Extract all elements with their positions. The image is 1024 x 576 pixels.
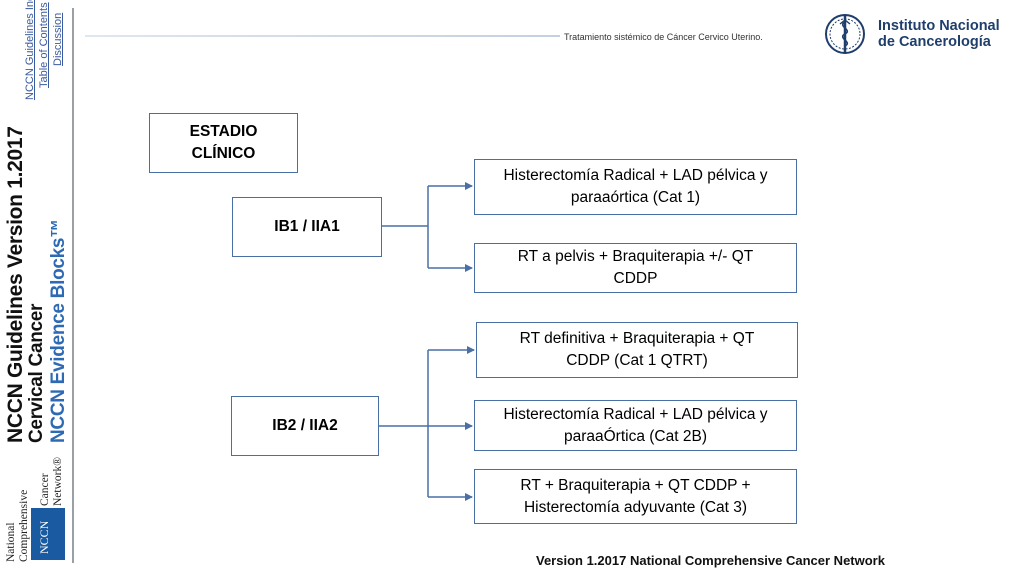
- logo-word-national: National: [5, 522, 17, 562]
- nccn-logo-abbrev-block: NCCN: [31, 508, 65, 560]
- treatment-line2: Histerectomía adyuvante (Cat 3): [523, 498, 748, 516]
- stage-root-line2: CLÍNICO: [191, 145, 256, 162]
- stage-ib2-box: IB2 / IIA2: [231, 396, 379, 456]
- nccn-sidebar: NCCN Guidelines Index Table of Contents …: [0, 0, 82, 576]
- treatment-line2: CDDP (Cat 1 QTRT): [566, 352, 708, 369]
- institute-name: Instituto Nacional de Cancerología: [878, 18, 1000, 50]
- evidence-blocks-title: NCCN Evidence Blocks™: [48, 219, 69, 443]
- logo-word-network: Network®: [52, 457, 64, 506]
- nccn-abbrev: NCCN: [37, 520, 51, 554]
- treatment-line1: Histerectomía Radical + LAD pélvica y: [503, 167, 768, 184]
- treatment-ib1-option-1: Histerectomía Radical + LAD pélvica y pa…: [474, 159, 797, 215]
- treatment-ib2-option-2: Histerectomía Radical + LAD pélvica y pa…: [474, 400, 797, 451]
- guidelines-version-title: NCCN Guidelines Version 1.2017: [4, 126, 27, 443]
- stage-ib1-label: IB1 / IIA1: [274, 218, 340, 235]
- nav-link-table-of-contents[interactable]: Table of Contents: [38, 2, 50, 88]
- cancer-type-title: Cervical Cancer: [26, 303, 47, 443]
- treatment-line2: paraaórtica (Cat 1): [570, 189, 701, 206]
- treatment-line2: paraaÓrtica (Cat 2B): [563, 427, 707, 445]
- treatment-line1: RT definitiva + Braquiterapia + QT: [519, 330, 755, 347]
- header-rule: [85, 35, 560, 37]
- nav-link-discussion[interactable]: Discussion: [52, 12, 64, 66]
- footer-version: Version 1.2017 National Comprehensive Ca…: [536, 553, 885, 568]
- treatment-ib2-option-3: RT + Braquiterapia + QT CDDP + Histerect…: [474, 469, 797, 524]
- treatment-line2: CDDP: [613, 270, 658, 287]
- stage-ib1-box: IB1 / IIA1: [232, 197, 382, 257]
- stage-root-box: ESTADIO CLÍNICO: [149, 113, 298, 173]
- sidebar-divider: [72, 8, 74, 563]
- institute-seal-icon: [825, 14, 865, 54]
- stage-root-line1: ESTADIO: [189, 123, 258, 140]
- logo-word-comprehensive: Comprehensive: [18, 489, 30, 562]
- treatment-line1: RT a pelvis + Braquiterapia +/- QT: [517, 248, 754, 265]
- treatment-line1: Histerectomía Radical + LAD pélvica y: [503, 405, 768, 423]
- treatment-line1: RT + Braquiterapia + QT CDDP +: [520, 476, 751, 494]
- institute-name-line2: de Cancerología: [878, 34, 991, 50]
- institute-name-line1: Instituto Nacional: [878, 18, 1000, 34]
- logo-word-cancer: Cancer: [39, 473, 51, 506]
- page-subtitle: Tratamiento sistémico de Cáncer Cervico …: [564, 32, 763, 42]
- nav-link-guidelines-index[interactable]: NCCN Guidelines Index: [24, 0, 36, 100]
- treatment-ib2-option-1: RT definitiva + Braquiterapia + QT CDDP …: [476, 322, 798, 378]
- stage-ib2-label: IB2 / IIA2: [272, 417, 338, 434]
- treatment-ib1-option-2: RT a pelvis + Braquiterapia +/- QT CDDP: [474, 243, 797, 293]
